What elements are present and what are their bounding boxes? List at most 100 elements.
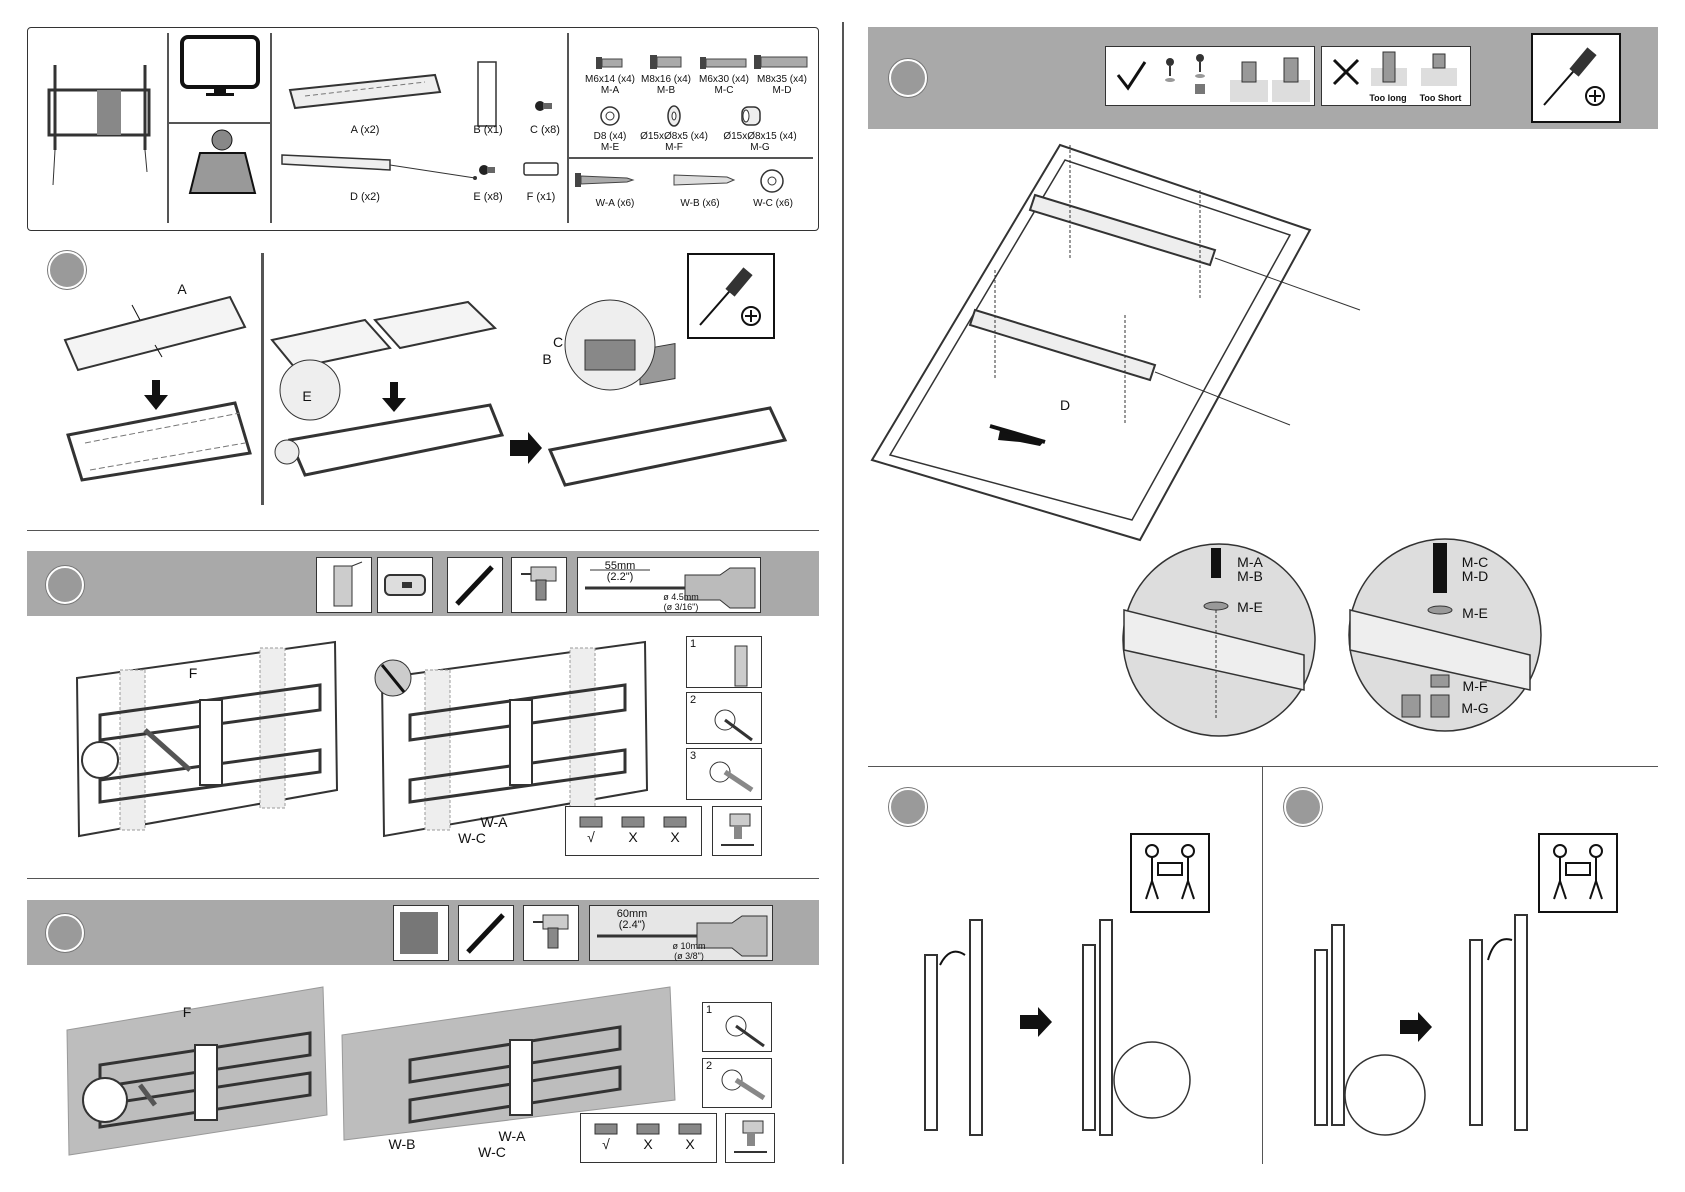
screw-m-c-icon	[700, 57, 747, 69]
screw-e-icon	[479, 165, 495, 175]
section-divider-1	[27, 530, 819, 531]
step-1-bracket-diagram	[63, 295, 252, 482]
step-6-diagram	[1314, 914, 1528, 1136]
level-f-icon	[523, 162, 559, 176]
screw-m-c-code: M-C	[714, 85, 734, 96]
step-2-drill-dia-mm: ø 4.5mm	[663, 592, 699, 602]
tv-back-diagram	[870, 143, 1361, 542]
spacer-b-icon	[477, 61, 497, 127]
screwdriver-tool-box-1	[687, 253, 775, 339]
screw-c-icon	[535, 101, 552, 111]
callout-circle-2	[1348, 538, 1542, 732]
step-3-wall-diagram-2	[341, 986, 676, 1141]
step-2-marker	[46, 566, 84, 604]
step-1-marker	[48, 251, 86, 289]
step-1-label-a: A	[177, 281, 187, 297]
step-1-divider	[261, 253, 264, 505]
callout-2-label-washer: M-E	[1462, 605, 1488, 621]
callout-1-label-washer: M-E	[1237, 599, 1263, 615]
step-2-label-wa: W-A	[480, 814, 508, 830]
spacer-m-f-icon	[667, 105, 681, 127]
spacer-m-g-icon	[741, 106, 761, 126]
step-5-diagram	[924, 919, 1191, 1136]
step-2-label-f: F	[188, 665, 198, 681]
step-3-sub-1-label: 1	[705, 1004, 713, 1016]
wall-part-w-a-label: W-A (x6)	[595, 198, 635, 209]
screw-m-d-icon	[754, 55, 808, 69]
washer-w-c-icon	[760, 169, 784, 193]
step-3-level-icons	[594, 1123, 702, 1135]
spacer-m-g-size: Ø15xØ8x15 (x4)	[723, 131, 797, 142]
step-2-sub-3-label: 3	[689, 750, 697, 762]
page-center-divider	[842, 22, 844, 1164]
weight-icon	[188, 129, 257, 194]
anchor-w-b-icon	[673, 174, 736, 186]
arm-d-icon	[281, 154, 477, 180]
screw-m-c-size: M6x30 (x4)	[698, 74, 749, 85]
step-2-sub-2-label: 2	[689, 694, 697, 706]
step-2-sub-2-box	[686, 692, 762, 744]
step-5-marker	[889, 788, 927, 826]
callout-2-label-top: M-C	[1461, 554, 1489, 570]
part-b-label: B (x1)	[473, 124, 503, 136]
correct-fit-box	[1105, 46, 1315, 106]
step-4-label-d: D	[1059, 397, 1071, 413]
wrong-fit-icons	[1332, 51, 1457, 86]
pencil-icon	[455, 565, 494, 606]
callout-2-label-spacer-2: M-G	[1461, 700, 1489, 716]
two-person-icon-2	[1553, 844, 1603, 900]
stud-finder-icon	[384, 574, 426, 596]
step-3-level-ok: √	[602, 1136, 610, 1152]
parts-divider-5	[568, 157, 813, 159]
callout-circle-1	[1122, 543, 1316, 737]
step-3-sub-icons	[721, 1015, 766, 1101]
screwdriver-icon-2	[1543, 47, 1605, 106]
step-2-sub-1-box	[686, 636, 762, 688]
mount-thumbnail-icon	[47, 65, 151, 186]
pencil-icon-2	[466, 913, 505, 954]
stud-icon	[333, 561, 363, 607]
callout-2-label-spacer-1: M-F	[1462, 678, 1488, 694]
step-2-drill-dia-in: (ø 3/16")	[663, 602, 699, 612]
step-1-label-e: E	[302, 388, 312, 404]
step-2-sub-icons	[709, 645, 754, 793]
step-4-marker	[889, 59, 927, 97]
drill-icon-2	[533, 914, 569, 949]
step-2-level-bad-2: X	[670, 829, 680, 845]
parts-panel	[27, 27, 819, 231]
section-divider-2	[27, 878, 819, 879]
step-2-label-wc: W-C	[458, 830, 486, 846]
step-3-level-check-box	[580, 1113, 717, 1163]
drill-bit-icon-2	[597, 915, 768, 957]
screw-m-a-icon	[596, 57, 623, 69]
part-f-label: F (x1)	[526, 191, 556, 203]
step-3-level-bad-1: X	[643, 1136, 653, 1152]
spacer-m-g-code: M-G	[750, 142, 770, 153]
drill-icon	[521, 566, 557, 601]
step-3-drill-depth-in: (2.4")	[618, 919, 646, 931]
step-2-sub-1-label: 1	[689, 638, 697, 650]
washer-m-e-code: M-E	[600, 142, 620, 153]
screw-m-d-code: M-D	[772, 85, 792, 96]
wall-part-w-c-label: W-C (x6)	[753, 198, 793, 209]
step-2-wall-diagram-1	[75, 640, 339, 838]
step-3-label-wb: W-B	[388, 1136, 416, 1152]
step-3-drill-dia-in: (ø 3/8")	[674, 951, 704, 961]
tv-icon	[180, 35, 260, 96]
two-person-icon	[1145, 844, 1195, 900]
too-long-label: Too long	[1369, 93, 1407, 103]
callout-2-label-mid: M-D	[1461, 568, 1489, 584]
callout-1-label-mid: M-B	[1237, 568, 1263, 584]
parts-divider-3	[168, 122, 271, 124]
part-e-label: E (x8)	[473, 191, 503, 203]
step-1-assembly-diagram	[270, 299, 788, 487]
step-2-level-bad-1: X	[628, 829, 638, 845]
spacer-m-f-size: Ø15xØ8x5 (x4)	[640, 131, 708, 142]
wood-screw-w-a-icon	[575, 173, 635, 187]
step-1-label-b: B	[542, 351, 552, 367]
parts-divider-2	[270, 33, 272, 223]
correct-fit-icons	[1116, 54, 1310, 102]
screw-m-d-size: M8x35 (x4)	[756, 74, 807, 85]
step-3-drill-dia-mm: ø 10mm	[672, 941, 706, 951]
step-2-level-check-box	[565, 806, 702, 856]
